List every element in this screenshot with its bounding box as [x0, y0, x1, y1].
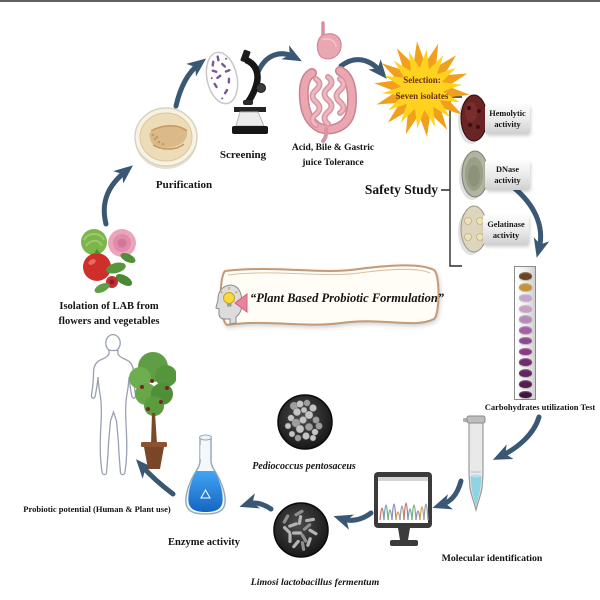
banner-title: “Plant Based Probiotic Formulation”	[249, 291, 445, 305]
flowers-vegetables-icon	[81, 229, 136, 293]
title-ribbon-icon	[219, 264, 440, 327]
carbohydrate-wells	[515, 272, 535, 399]
gelatinase-line2: activity	[492, 231, 520, 240]
idea-head-icon	[215, 284, 248, 325]
hemolytic-line1: Hemolytic	[489, 109, 526, 118]
isolation-label: Isolation of LAB from flowers and vegeta…	[59, 300, 160, 329]
top-border-line	[0, 0, 600, 2]
isolation-line1: Isolation of LAB from	[59, 301, 159, 312]
carbohydrate-well	[518, 380, 532, 388]
carbohydrate-well	[518, 358, 532, 367]
pointer-arrow-icon	[234, 293, 248, 313]
carbohydrate-well	[518, 272, 532, 280]
molecular-identification-label: Molecular identification	[441, 553, 543, 564]
dnase-line2: activity	[494, 176, 521, 185]
arrow-species-to-enzyme	[239, 493, 274, 512]
pediococcus-micrograph-icon	[277, 394, 333, 450]
hemolytic-line2: activity	[494, 120, 521, 129]
carbohydrate-well	[518, 315, 532, 323]
purification-petri-dish-icon	[134, 107, 198, 169]
gelatinase-line1: Gelatinase	[487, 220, 525, 229]
sequencer-monitor-icon	[374, 472, 432, 546]
arrow-screening-to-tolerance	[255, 45, 302, 75]
tolerance-label: Acid, Bile & Gastric juice Tolerance	[292, 141, 374, 171]
arrow-tolerance-to-selection	[338, 57, 387, 79]
screening-label: Screening	[219, 149, 267, 161]
purification-label: Purification	[155, 179, 213, 191]
hemolytic-activity-label: Hemolytic activity	[485, 104, 530, 134]
arrow-purification-to-screening	[173, 58, 207, 109]
digestive-tract-icon	[298, 21, 357, 143]
arrow-tube-to-monitor	[432, 478, 464, 510]
carbohydrate-well	[518, 336, 532, 345]
chromatogram-trace	[379, 502, 429, 521]
dnase-line1: DNase	[495, 165, 520, 174]
carbohydrate-well	[518, 326, 532, 334]
carbohydrate-well	[518, 293, 532, 302]
microcentrifuge-tube-icon	[463, 415, 486, 513]
arrow-safety-to-carbohydrates	[510, 184, 550, 258]
safety-study-bracket	[441, 96, 462, 267]
arrow-isolation-to-purification	[101, 165, 133, 227]
pediococcus-label: Pediococcus pentosaceus	[252, 461, 356, 472]
limosilactobacillus-label: Limosi lactobacillus fermentum	[250, 577, 380, 588]
potted-plant-icon	[129, 352, 176, 469]
tolerance-line1: Acid, Bile & Gastric	[291, 143, 375, 153]
isolation-line2: flowers and vegetables	[58, 315, 160, 327]
carbohydrate-well	[518, 369, 532, 377]
dnase-activity-label: DNase activity	[485, 160, 530, 190]
arrow-enzyme-to-potential	[136, 459, 176, 497]
selection-line1: Selection:	[403, 75, 441, 85]
probiotic-potential-label: Probiotic potential (Human & Plant use)	[23, 504, 171, 514]
carbohydrates-label: Carbohydrates utilization Test	[484, 402, 596, 412]
carbohydrate-well	[518, 304, 532, 313]
selection-line2: Seven isolates	[395, 91, 449, 101]
safety-study-label: Safety Study	[364, 182, 438, 197]
carbohydrate-well	[518, 347, 532, 356]
carbohydrate-well	[518, 282, 532, 291]
arrow-monitor-to-species	[333, 510, 374, 530]
enzyme-activity-label: Enzyme activity	[167, 537, 241, 548]
limosilactobacillus-micrograph-icon	[273, 502, 329, 558]
screening-microscope-icon	[205, 49, 268, 134]
carbohydrate-test-strip-icon	[514, 266, 536, 400]
arrow-carbohydrates-to-tube	[492, 414, 542, 460]
safety-test-dishes-icon	[458, 94, 489, 255]
selection-label: Selection: Seven isolates	[396, 72, 449, 104]
gelatinase-activity-label: Gelatinase activity	[483, 215, 529, 245]
erlenmeyer-flask-icon	[185, 434, 226, 515]
tolerance-line2: juice Tolerance	[302, 158, 364, 168]
selection-starburst-icon	[374, 41, 470, 137]
carbohydrate-well	[518, 390, 532, 399]
human-body-icon	[90, 333, 137, 476]
